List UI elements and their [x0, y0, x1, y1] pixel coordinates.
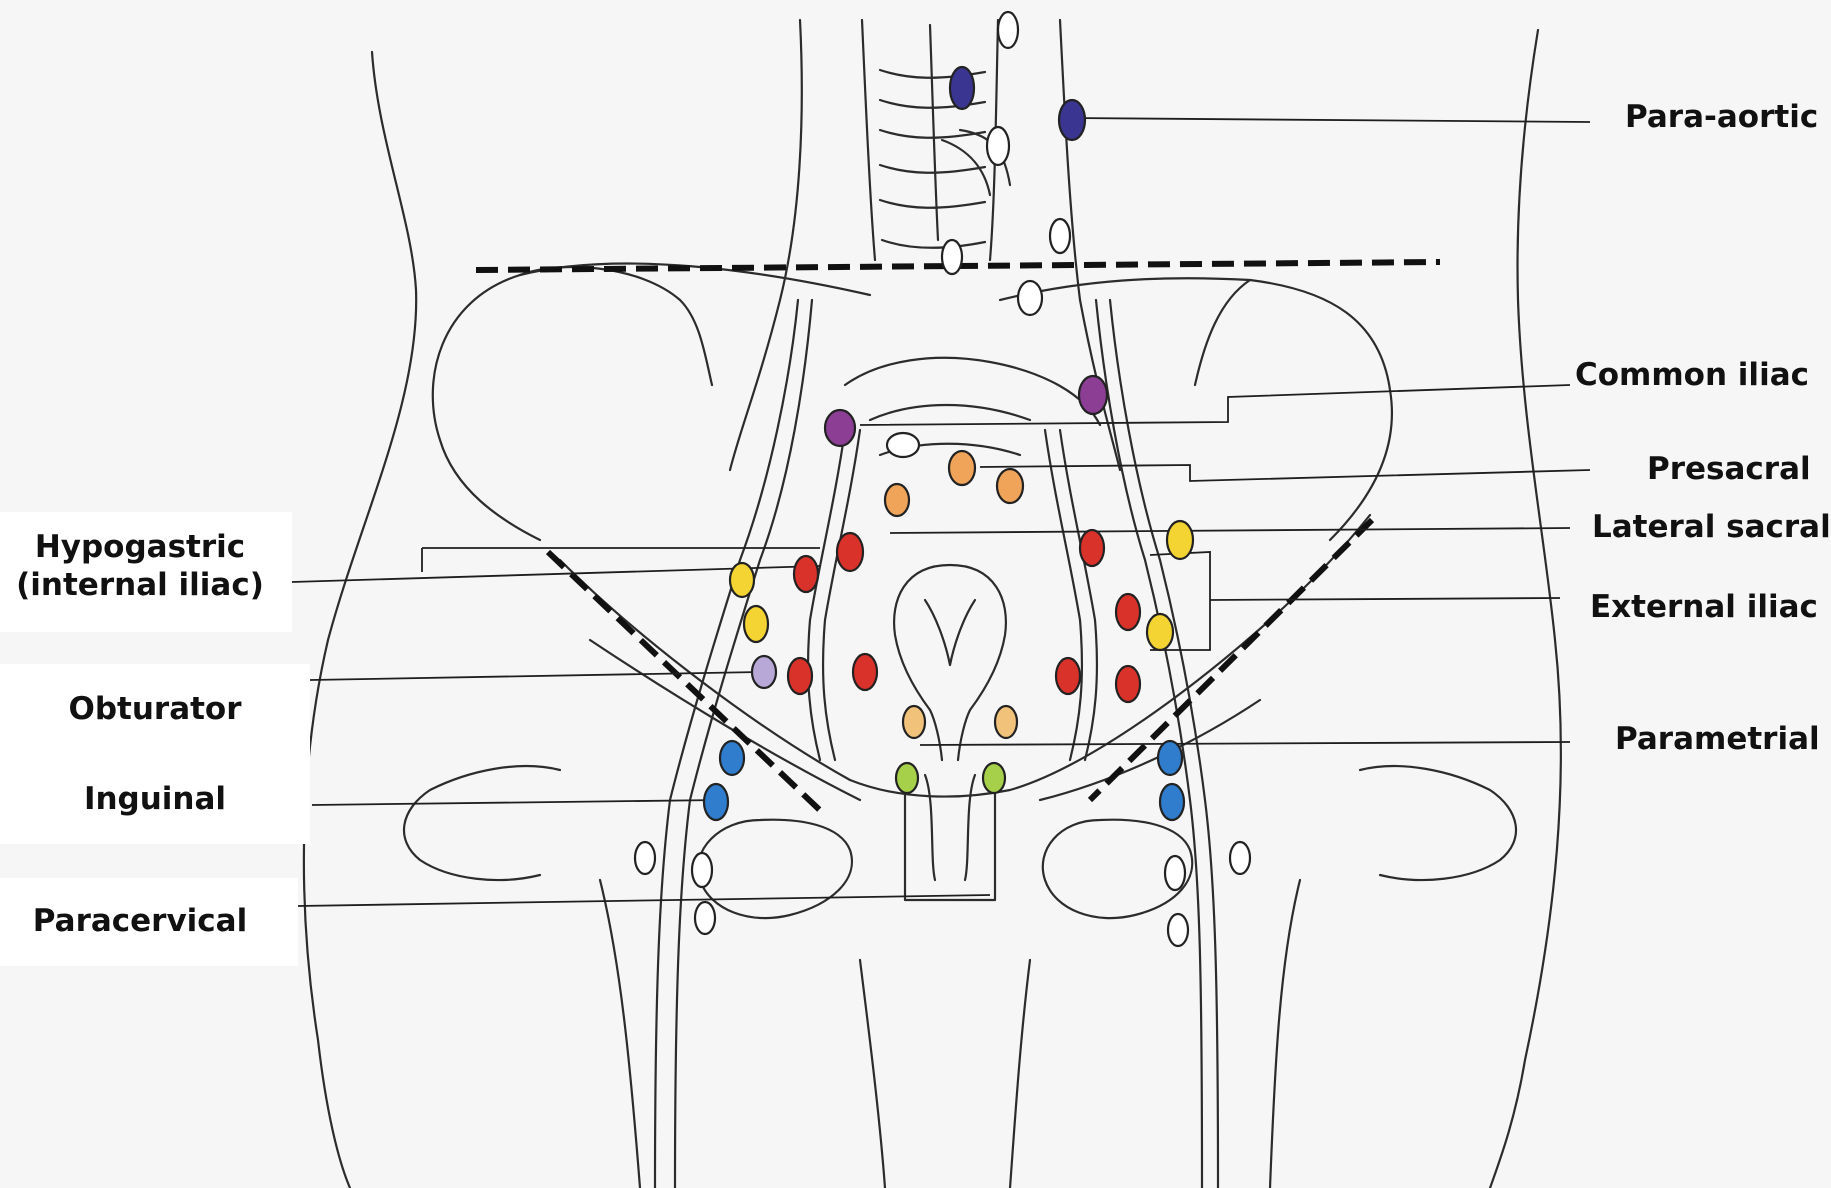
node-inguinal — [1160, 784, 1184, 820]
node-inguinal — [720, 741, 744, 775]
node-common-iliac — [1079, 376, 1107, 414]
label-para-aortic: Para-aortic — [1625, 98, 1818, 136]
node-presacral — [885, 484, 909, 516]
dashed-boundaries — [476, 262, 1440, 815]
node-parametrial — [995, 706, 1017, 738]
node-external-iliac — [744, 606, 768, 642]
label-lateral-sacral: Lateral sacral — [1592, 508, 1831, 546]
node-para-aortic — [950, 67, 974, 109]
node-unmarked — [1050, 219, 1070, 253]
node-paracervical — [896, 763, 918, 793]
node-hypogastric — [794, 556, 818, 592]
node-parametrial — [903, 706, 925, 738]
node-unmarked — [1165, 856, 1185, 890]
node-unmarked — [635, 842, 655, 874]
node-unmarked — [692, 853, 712, 887]
label-inguinal: Inguinal — [0, 780, 310, 818]
node-hypogastric — [1056, 658, 1080, 694]
node-unmarked — [998, 12, 1018, 48]
label-paracervical: Paracervical — [0, 902, 280, 940]
node-unmarked — [695, 902, 715, 934]
label-obturator: Obturator — [0, 690, 310, 728]
node-para-aortic — [1059, 100, 1085, 140]
node-unmarked — [942, 240, 962, 274]
label-presacral: Presacral — [1647, 450, 1811, 488]
label-hypogastric: Hypogastric (internal iliac) — [0, 528, 280, 604]
node-inguinal — [1158, 741, 1182, 775]
node-inguinal — [704, 784, 728, 820]
node-presacral — [949, 451, 975, 485]
node-external-iliac — [1167, 521, 1193, 559]
node-unmarked — [1018, 281, 1042, 315]
left-pelvic-boundary — [548, 552, 825, 815]
node-common-iliac — [825, 410, 855, 446]
node-unmarked — [987, 127, 1009, 165]
node-unmarked — [887, 433, 919, 457]
node-external-iliac — [1147, 614, 1173, 650]
node-unmarked — [1168, 914, 1188, 946]
node-hypogastric — [1116, 594, 1140, 630]
label-hypogastric-line2: (internal iliac) — [0, 566, 280, 604]
node-hypogastric — [837, 533, 863, 571]
label-parametrial: Parametrial — [1615, 720, 1820, 758]
node-hypogastric — [1116, 666, 1140, 702]
node-obturator — [752, 656, 776, 688]
label-common-iliac: Common iliac — [1575, 356, 1809, 394]
node-hypogastric — [853, 654, 877, 690]
node-hypogastric — [788, 658, 812, 694]
node-paracervical — [983, 763, 1005, 793]
node-presacral — [997, 469, 1023, 503]
lymph-nodes — [635, 12, 1250, 946]
label-external-iliac: External iliac — [1590, 588, 1818, 626]
anatomy-outline — [304, 20, 1561, 1188]
node-hypogastric — [1080, 530, 1104, 566]
label-hypogastric-line1: Hypogastric — [0, 528, 280, 566]
leader-lines — [292, 118, 1590, 906]
node-external-iliac — [730, 563, 754, 597]
node-unmarked — [1230, 842, 1250, 874]
